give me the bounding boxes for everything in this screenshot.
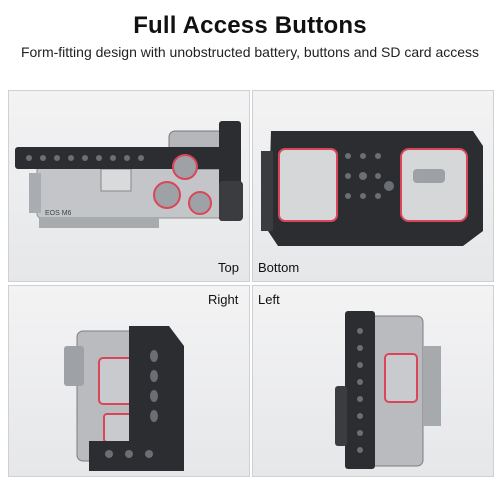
top-caption: Top	[218, 260, 239, 275]
left-caption: Left	[258, 292, 280, 307]
bottom-view-illustration	[261, 131, 483, 246]
right-caption: Right	[208, 292, 239, 307]
top-view-panel: EOS M6	[8, 90, 250, 282]
left-view-illustration	[335, 311, 441, 469]
bottom-view-panel	[252, 90, 494, 282]
right-view-panel	[8, 285, 250, 477]
page-title: Full Access Buttons	[133, 12, 367, 39]
left-view-panel	[252, 285, 494, 477]
camera-model-label: EOS M6	[45, 210, 72, 217]
page-subtitle: Form-fitting design with unobstructed ba…	[20, 44, 480, 60]
bottom-caption: Bottom	[258, 260, 300, 275]
top-view-illustration: EOS M6	[15, 121, 243, 228]
right-view-illustration	[64, 326, 184, 471]
